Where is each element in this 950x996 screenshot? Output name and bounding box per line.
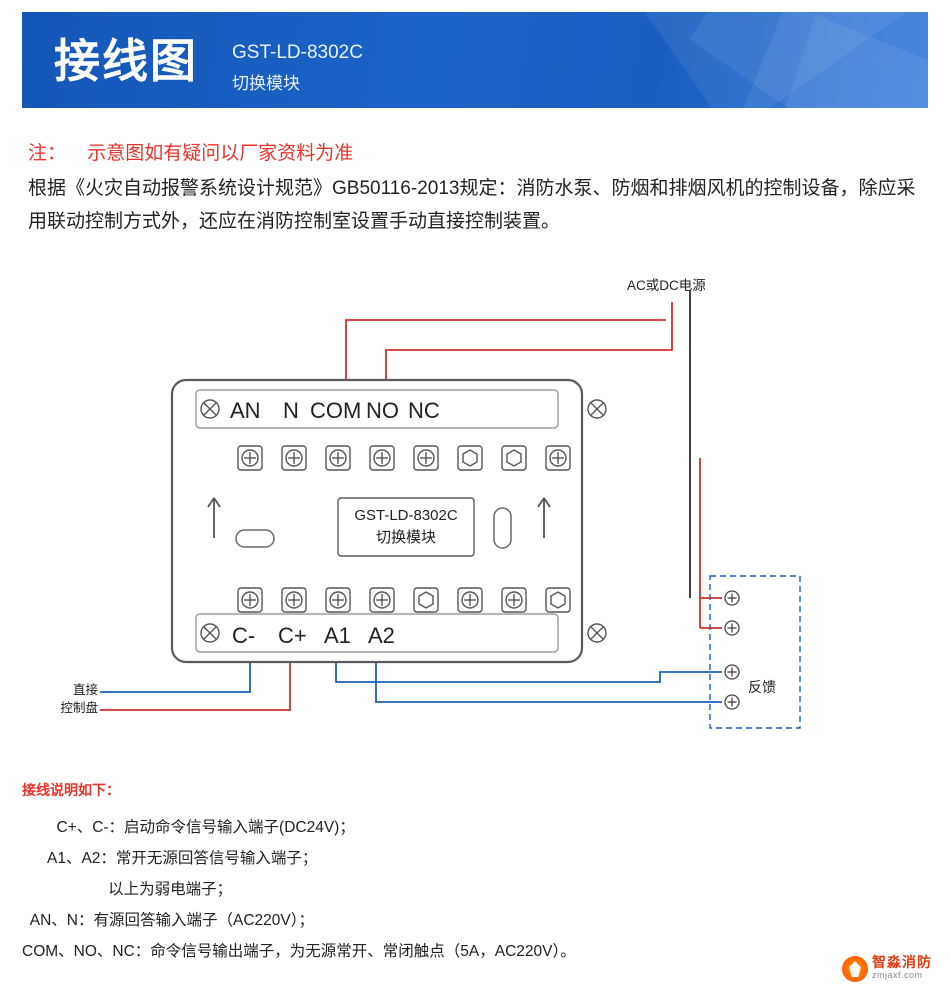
- terminal-label-an: AN: [230, 398, 261, 423]
- left-label-line2: 控制盘: [60, 700, 98, 715]
- page-title: 接线图: [54, 35, 198, 87]
- terminal-label-nc: NC: [408, 398, 440, 423]
- list-item: A1、A2：常开无源回答信号输入端子；: [22, 850, 318, 867]
- wiring-diagram: AC或DC电源 AN N COM NO NC C- C+ A1 A2 GST-L…: [0, 262, 950, 772]
- list-item: 以上为弱电端子；: [22, 881, 233, 898]
- instructions-list: C+、C-：启动命令信号输入端子(DC24V)； A1、A2：常开无源回答信号输…: [22, 812, 922, 967]
- watermark-domain: zmjaxf.com: [872, 970, 923, 980]
- terminal-label-n: N: [283, 398, 299, 423]
- terminal-label-no: NO: [366, 398, 399, 423]
- header-model: GST-LD-8302C: [232, 42, 363, 63]
- page-header: 接线图 GST-LD-8302C 切换模块: [22, 12, 928, 108]
- list-item: COM、NO、NC：命令信号输出端子，为无源常开、常闭触点（5A，AC220V）…: [22, 943, 576, 960]
- terminal-label-a2: A2: [368, 623, 395, 648]
- list-item: C+、C-：启动命令信号输入端子(DC24V)；: [22, 819, 355, 836]
- header-subtitle: 切换模块: [232, 74, 300, 93]
- note-line: 注： 示意图如有疑问以厂家资料为准: [28, 138, 353, 165]
- instructions-title: 接线说明如下：: [22, 782, 120, 798]
- module-name: GST-LD-8302C: [354, 507, 458, 524]
- left-label-line1: 直接: [73, 682, 99, 697]
- terminal-label-cminus: C-: [232, 623, 255, 648]
- note-text: 示意图如有疑问以厂家资料为准: [87, 143, 354, 164]
- note-label: 注：: [28, 143, 67, 164]
- terminal-label-cplus: C+: [278, 623, 307, 648]
- module-sub: 切换模块: [376, 529, 436, 546]
- regulation-paragraph: 根据《火灾自动报警系统设计规范》GB50116-2013规定：消防水泵、防烟和排…: [28, 178, 916, 232]
- power-label: AC或DC电源: [627, 278, 706, 293]
- terminal-label-a1: A1: [324, 623, 351, 648]
- flame-logo-icon: [842, 956, 868, 982]
- feedback-label: 反馈: [748, 679, 776, 695]
- watermark-name: 智淼消防: [872, 954, 932, 970]
- terminal-label-com: COM: [310, 398, 361, 423]
- watermark: 智淼消防 zmjaxf.com: [842, 954, 932, 982]
- list-item: AN、N：有源回答输入端子（AC220V）；: [22, 912, 314, 929]
